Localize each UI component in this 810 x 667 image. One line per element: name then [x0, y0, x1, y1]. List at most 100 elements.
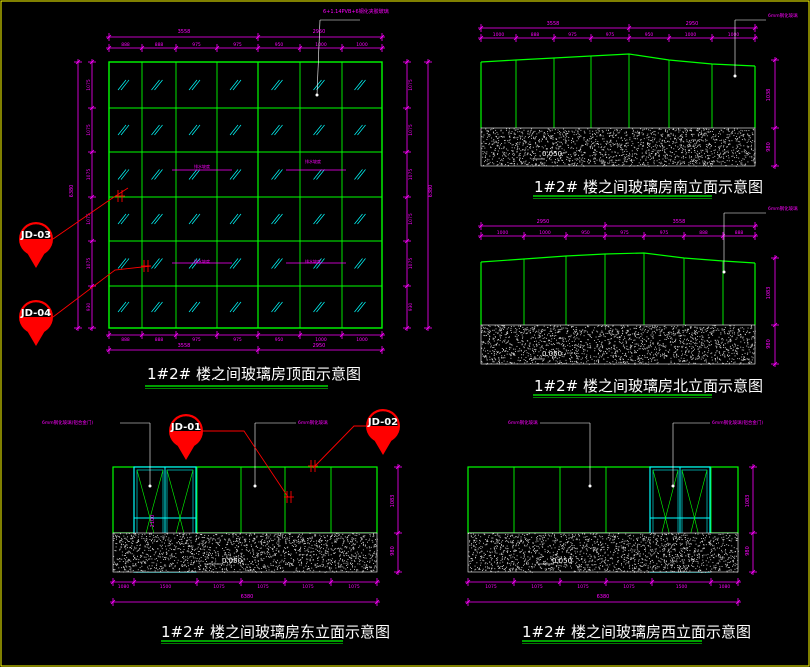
south-base-hatch-dot — [681, 152, 682, 154]
south-base-hatch-dot — [492, 153, 494, 155]
south-base-hatch-dot — [718, 161, 720, 163]
south-base-hatch-dot — [647, 143, 649, 145]
east-base-hatch-dot — [357, 563, 359, 565]
north-base-hatch-dot — [697, 357, 699, 359]
north-base-hatch-dot — [675, 333, 677, 335]
south-base-hatch-dot — [552, 144, 554, 146]
north-base-hatch-dot — [699, 346, 701, 347]
north-base-hatch-dot — [652, 331, 654, 333]
north-base-hatch-dot — [481, 332, 483, 334]
south-base-hatch-dot — [647, 162, 649, 163]
east-base-hatch-dot — [219, 539, 221, 541]
north-base-hatch-dot — [684, 335, 686, 337]
south-base-hatch-dot — [571, 163, 573, 165]
south-base-hatch-dot — [615, 143, 617, 145]
north-base-hatch-dot — [545, 349, 547, 351]
south-base-hatch-dot — [557, 160, 559, 162]
south-base-hatch-dot — [629, 154, 631, 156]
east-base-hatch-dot — [265, 556, 267, 558]
north-base-hatch-dot — [499, 335, 501, 337]
north-base-hatch-dot — [525, 343, 527, 345]
north-base-hatch-dot — [523, 332, 525, 334]
north-base-hatch-dot — [594, 347, 596, 349]
south-base-hatch-dot — [697, 133, 699, 135]
north-base-hatch-dot — [556, 331, 558, 333]
east-base-hatch-dot — [225, 568, 227, 570]
east-base-hatch-dot — [319, 570, 321, 572]
east-base-hatch-dot — [115, 542, 117, 544]
south-base-hatch-dot — [695, 157, 697, 159]
north-base-hatch-dot — [498, 344, 500, 346]
north-base-hatch-dot — [673, 326, 675, 328]
north-base-hatch-dot — [499, 327, 501, 329]
east-base-hatch-dot — [222, 555, 224, 557]
south-base-hatch-dot — [626, 156, 628, 158]
north-base-hatch-dot — [649, 344, 651, 346]
south-base-hatch-dot — [624, 132, 626, 134]
east-base-hatch-dot — [310, 562, 312, 564]
east-base-hatch-dot — [356, 541, 358, 543]
east-base-hatch-dot — [326, 547, 328, 549]
south-base-hatch-dot — [491, 151, 493, 153]
south-base-hatch-dot — [535, 154, 537, 156]
north-base-hatch-dot — [614, 355, 616, 357]
north-base-hatch-dot — [571, 352, 573, 354]
east-base-hatch-dot — [181, 565, 183, 567]
south-base-hatch-dot — [574, 131, 576, 133]
glass-mark — [120, 79, 130, 91]
north-base-hatch-dot — [674, 347, 676, 349]
east-base-hatch-dot — [131, 548, 132, 550]
north-base-hatch-dot — [740, 362, 742, 364]
south-base-hatch-dot — [711, 165, 713, 167]
east-base-hatch-dot — [170, 563, 172, 565]
north-base-hatch-dot — [751, 361, 753, 363]
south-base-hatch-dot — [723, 149, 725, 151]
north-base-hatch-dot — [654, 353, 656, 355]
north-base-hatch-dot — [727, 332, 729, 334]
north-base-hatch-dot — [572, 332, 574, 334]
north-base-hatch-dot — [670, 357, 672, 359]
north-base-hatch-dot — [499, 359, 501, 361]
dim-tick — [379, 347, 385, 353]
north-base-hatch-dot — [680, 334, 682, 336]
north-base-hatch-dot — [699, 341, 700, 343]
north-base-hatch-dot — [562, 363, 564, 365]
north-base-hatch-dot — [619, 339, 621, 341]
east-base-hatch-dot — [368, 546, 370, 548]
glass-mark — [151, 301, 160, 313]
north-base-hatch-dot — [689, 326, 691, 328]
north-base-hatch-dot — [608, 339, 610, 341]
south-base-hatch-dot — [653, 131, 655, 133]
north-base-hatch-dot — [663, 326, 665, 327]
south-base-hatch-dot — [715, 134, 717, 136]
north-base-hatch-dot — [481, 330, 483, 331]
north-base-hatch-dot — [714, 354, 715, 356]
east-base-hatch-dot — [264, 540, 266, 542]
south-base-hatch-dot — [651, 133, 652, 135]
north-base-hatch-dot — [664, 338, 666, 340]
north-base-hatch-dot — [636, 358, 638, 360]
dim-tick — [425, 59, 431, 65]
east-base-hatch-dot — [241, 552, 243, 554]
south-base-hatch-dot — [739, 152, 741, 154]
north-base-hatch-dot — [673, 327, 675, 329]
east-base-hatch-dot — [202, 548, 204, 550]
north-base-hatch-dot — [631, 352, 633, 354]
dim-tick — [75, 59, 81, 65]
roof-bottom-dim-label: 888 — [155, 337, 164, 343]
south-base-hatch-dot — [682, 152, 684, 154]
south-base-hatch-dot — [659, 163, 661, 165]
north-base-hatch-dot — [738, 329, 739, 331]
south-base-hatch-dot — [636, 135, 638, 137]
east-base-hatch-dot — [330, 562, 332, 564]
east-base-hatch-dot — [251, 546, 252, 547]
south-base-hatch-dot — [738, 157, 740, 159]
east-base-hatch-dot — [353, 548, 355, 550]
south-base-hatch-dot — [690, 156, 692, 158]
south-base-hatch-dot — [528, 162, 530, 164]
east-base-hatch-dot — [130, 534, 132, 536]
dim-tick — [89, 149, 95, 155]
south-base-hatch-dot — [642, 155, 644, 157]
east-base-hatch-dot — [361, 571, 363, 573]
north-base-hatch-dot — [575, 330, 577, 332]
